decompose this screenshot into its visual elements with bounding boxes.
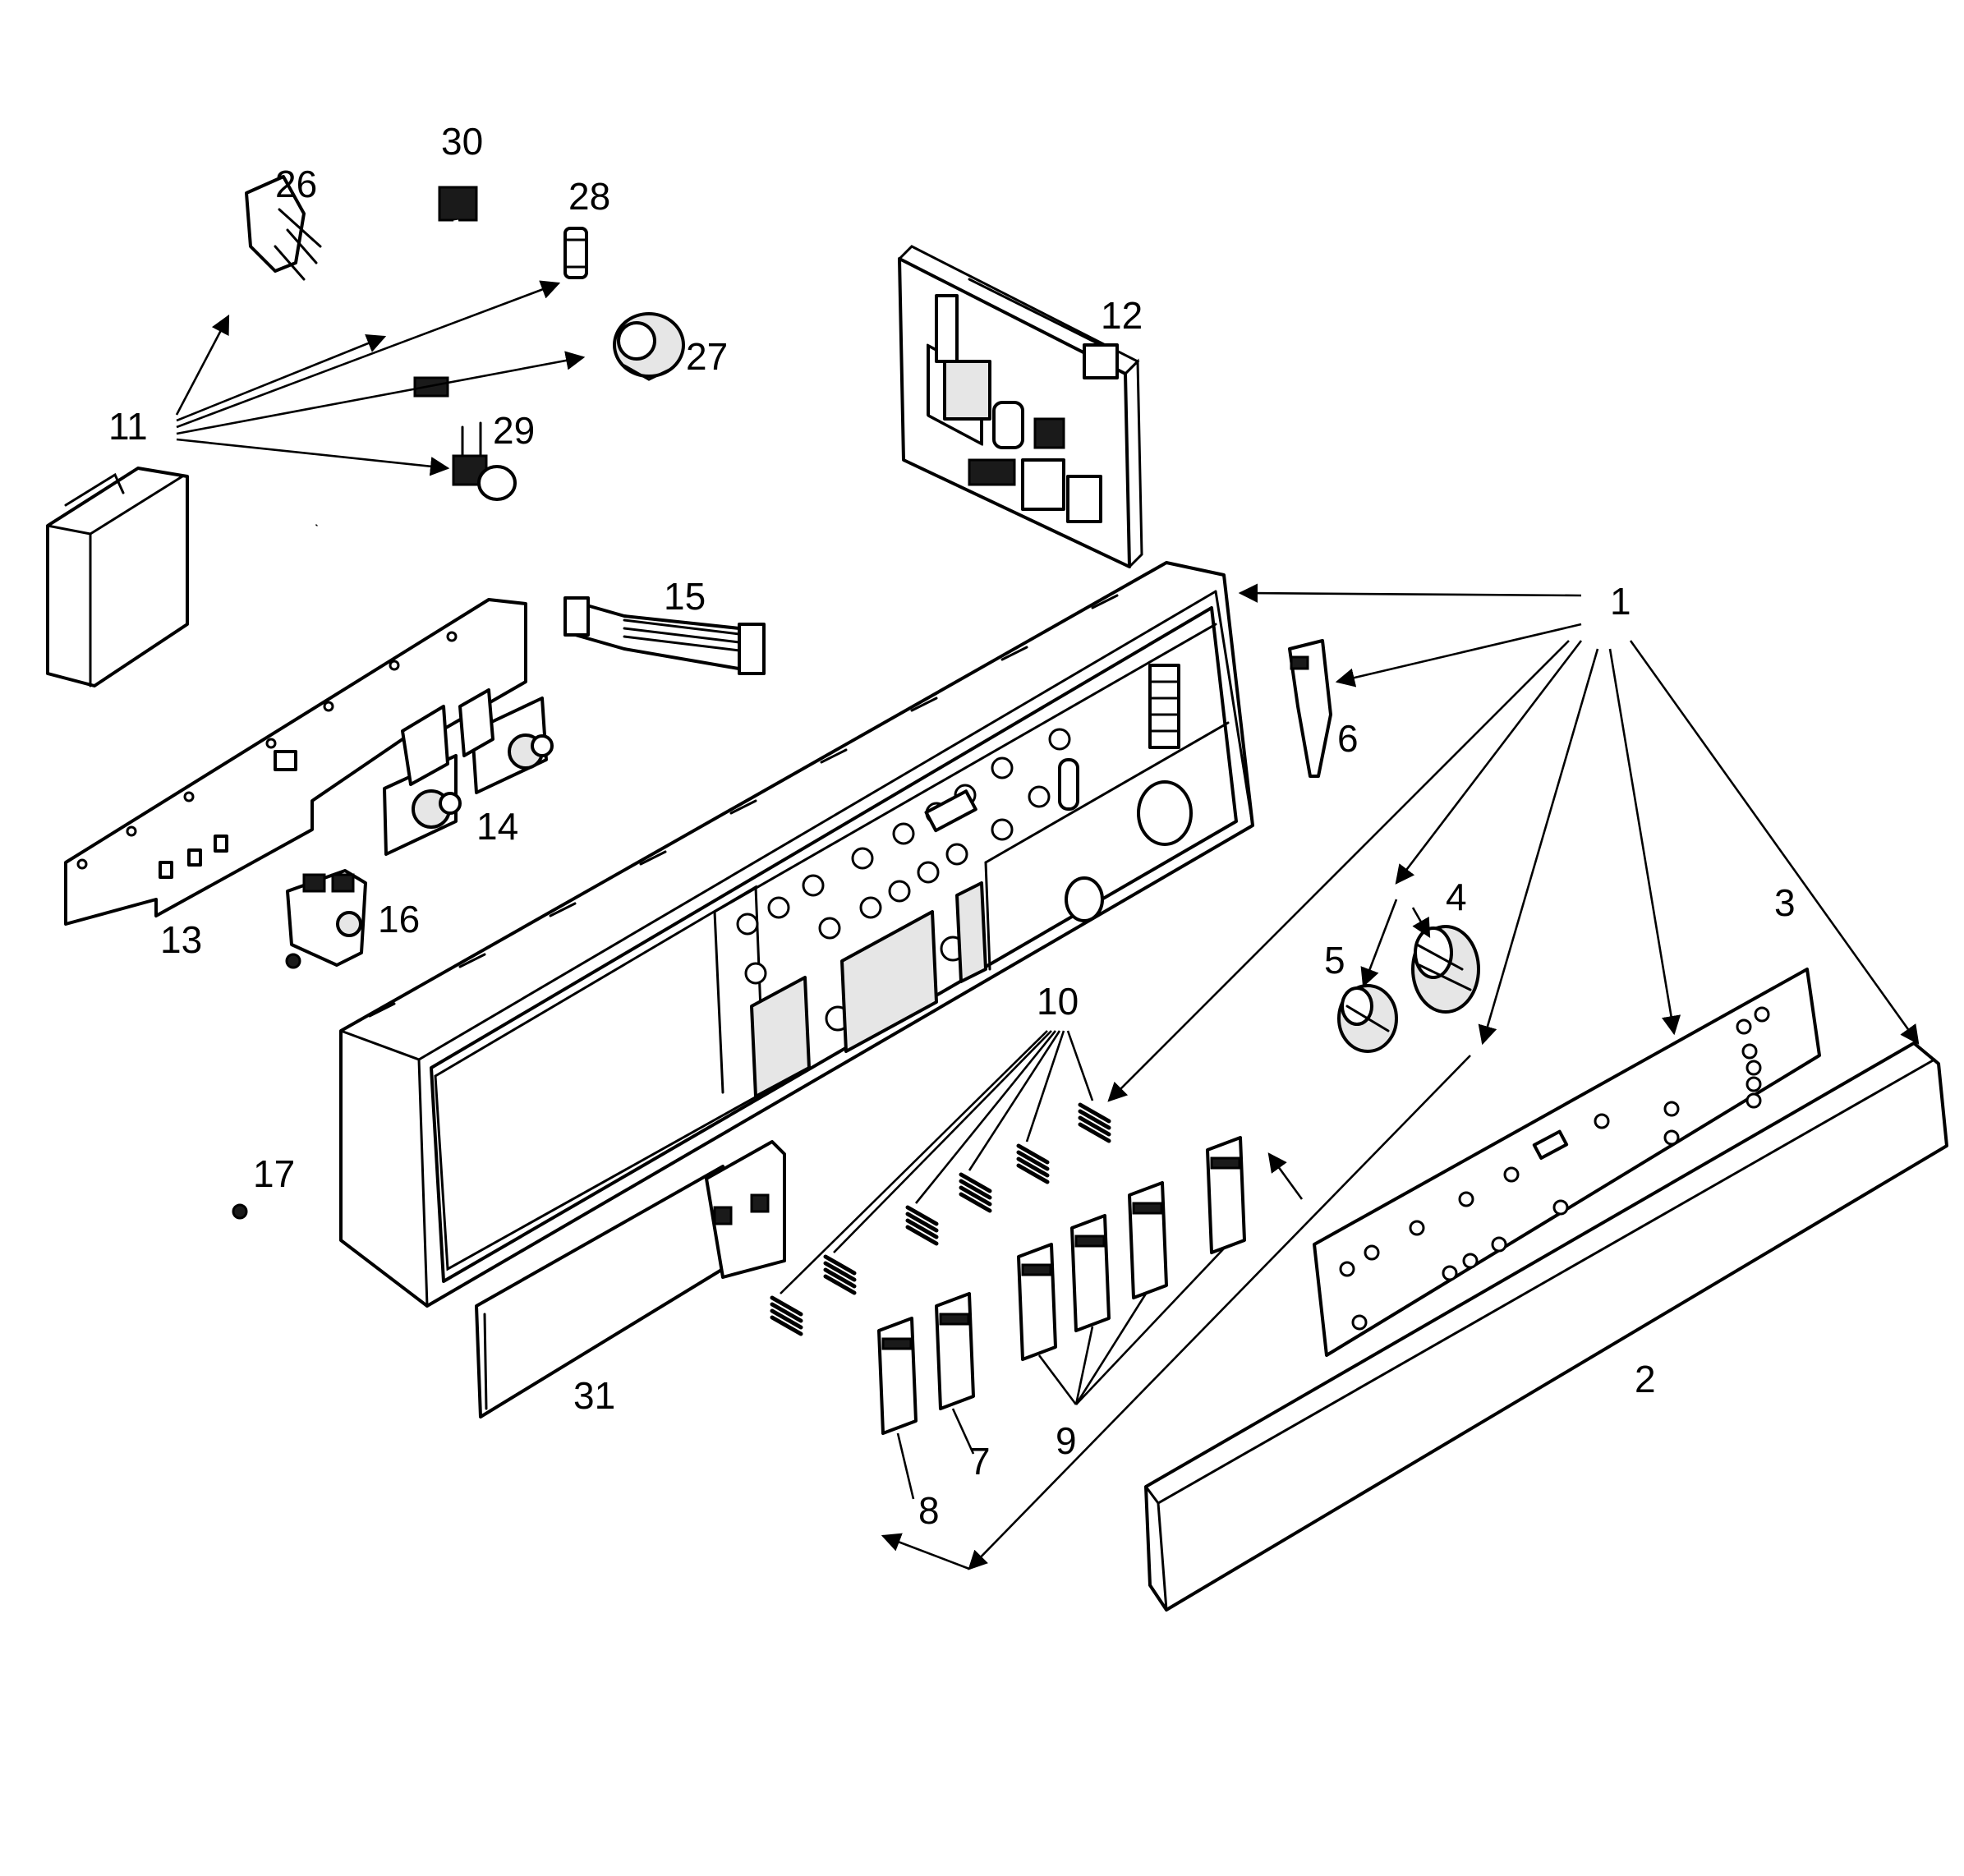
callout-27: 27: [686, 335, 728, 378]
callout-1: 1: [1610, 580, 1631, 623]
callout-26: 26: [275, 163, 317, 205]
panel-overlay-part: [1313, 968, 1821, 1357]
callout-6: 6: [1337, 717, 1359, 760]
callout-labels: 1 2 3 4 5 6 7 8 9 10 11 12 13 14 15 16 1…: [108, 120, 1796, 1532]
power-switch-part: [286, 869, 367, 967]
wire-part: [232, 953, 301, 1220]
callout-2: 2: [1635, 1358, 1656, 1400]
connector-part: [452, 421, 517, 501]
knob-small-part: [1337, 984, 1398, 1053]
callout-28: 28: [568, 175, 610, 218]
callout-9: 9: [1056, 1419, 1077, 1462]
lens-part: [475, 1140, 786, 1418]
control-panel-part: [339, 561, 1254, 1308]
callout-16: 16: [378, 898, 420, 940]
knob-large-part: [1411, 925, 1480, 1014]
spring-part: [770, 1102, 1111, 1336]
buzzer-part: [613, 312, 685, 381]
display-board-part: [64, 598, 527, 926]
callout-11: 11: [108, 405, 148, 448]
callout-3: 3: [1774, 881, 1796, 924]
callout-8: 8: [918, 1489, 940, 1532]
wire-harness-part: [383, 186, 478, 398]
cover-box-part: [46, 467, 189, 687]
push-button-part: [877, 1136, 1246, 1435]
ribbon-cable-part: [563, 596, 766, 675]
callout-17: 17: [253, 1152, 295, 1195]
clip-part: [1288, 639, 1332, 778]
callout-12: 12: [1101, 294, 1143, 337]
callout-7: 7: [969, 1440, 991, 1483]
power-cord-part: [245, 175, 322, 551]
potentiometer-part: [383, 688, 554, 856]
callout-15: 15: [664, 575, 706, 618]
fuse-part: [563, 227, 588, 279]
callout-14: 14: [476, 805, 518, 848]
leader-lines: [175, 280, 1920, 1570]
callout-5: 5: [1324, 939, 1345, 982]
callout-31: 31: [573, 1374, 615, 1417]
callout-30: 30: [441, 120, 483, 163]
callout-29: 29: [493, 409, 535, 452]
control-board-part: [898, 245, 1143, 568]
callout-10: 10: [1037, 980, 1079, 1023]
callout-13: 13: [160, 918, 202, 961]
callout-4: 4: [1446, 876, 1467, 918]
